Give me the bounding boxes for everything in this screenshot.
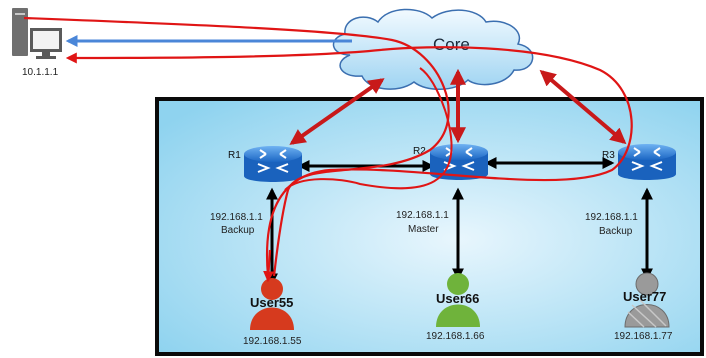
core-uplinks — [289, 68, 627, 145]
traffic-paths — [23, 16, 633, 283]
user55-ip: 192.168.1.55 — [243, 336, 302, 347]
router-r1-name: R1 — [228, 150, 241, 161]
lan-links — [266, 157, 653, 286]
pc-icon — [12, 8, 62, 59]
user66-ip: 192.168.1.66 — [426, 331, 485, 342]
cloud-label: Core — [433, 35, 470, 54]
router-r3-ip: 192.168.1.1 — [585, 212, 638, 223]
router-r2-ip: 192.168.1.1 — [396, 210, 449, 221]
user77-name: User77 — [623, 289, 666, 304]
router-r1-icon — [244, 146, 302, 182]
router-r2-icon — [430, 144, 488, 180]
router-r1-role: Backup — [221, 225, 255, 236]
user55-icon — [250, 278, 294, 330]
user77-icon — [624, 272, 670, 328]
router-r2-name: R2 — [413, 146, 426, 157]
router-r3-role: Backup — [599, 226, 633, 237]
user66-icon — [436, 273, 480, 327]
user66-name: User66 — [436, 291, 479, 306]
host-ip: 10.1.1.1 — [22, 67, 59, 78]
router-r3-name: R3 — [602, 150, 615, 161]
router-r2-role: Master — [408, 224, 439, 235]
router-r3-icon — [618, 144, 676, 180]
user77-ip: 192.168.1.77 — [614, 331, 673, 342]
cloud-icon — [332, 8, 534, 90]
router-r1-ip: 192.168.1.1 — [210, 212, 263, 223]
user55-name: User55 — [250, 295, 293, 310]
